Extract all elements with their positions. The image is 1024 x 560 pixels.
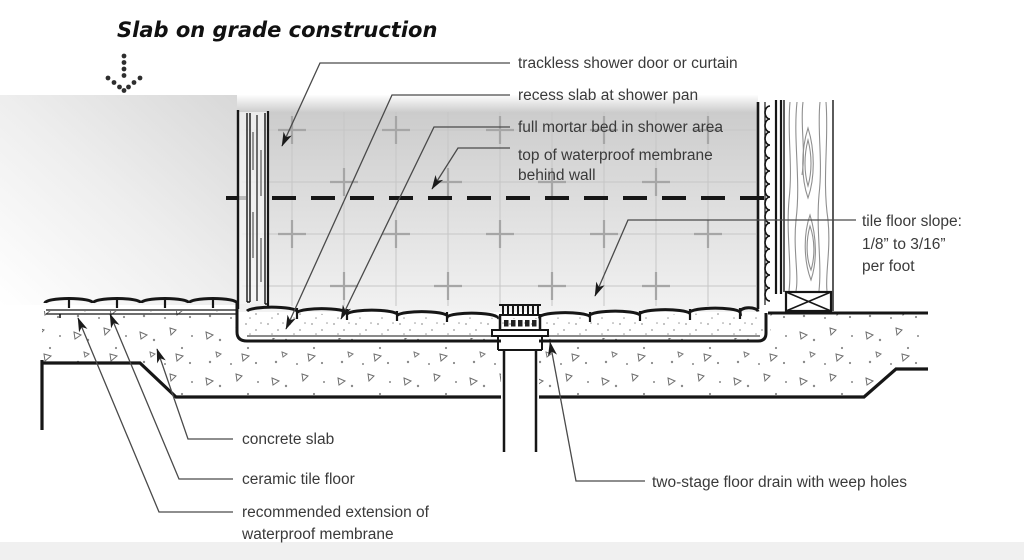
page-title: Slab on grade construction — [117, 18, 437, 42]
callout-labels: trackless shower door or curtain recess … — [241, 55, 962, 543]
leader-membrane-top — [431, 147, 510, 190]
shower-interior-shading — [237, 95, 758, 312]
weep-holes — [504, 320, 537, 327]
thinset-dabs — [764, 105, 771, 302]
leader-mortar-bed — [340, 126, 510, 320]
label-membrane-ext-line2: waterproof membrane — [241, 526, 394, 543]
callout-leaders — [77, 62, 856, 513]
leader-ceramic-tile — [109, 313, 233, 480]
leader-floor-drain — [548, 341, 645, 482]
label-floor-drain: two-stage floor drain with weep holes — [652, 474, 907, 491]
mortar-bed — [240, 312, 764, 338]
label-tile-slope-line1: tile floor slope: — [862, 213, 962, 230]
leader-trackless-door — [281, 62, 510, 147]
leader-membrane-extension — [77, 317, 233, 513]
tile-grid-cross-ticks — [278, 116, 722, 300]
ceramic-tile-floor-left — [43, 297, 239, 318]
leader-recess-slab — [285, 94, 510, 330]
shower-floor-tile — [245, 305, 760, 322]
page-bottom-band — [0, 542, 1024, 560]
wall-membrane-lines — [774, 100, 783, 294]
label-concrete-slab: concrete slab — [242, 431, 334, 448]
shower-door-panel — [236, 110, 270, 309]
wood-stud-grain — [787, 101, 830, 292]
leader-concrete-slab — [156, 348, 233, 440]
label-ceramic-tile: ceramic tile floor — [242, 471, 355, 488]
label-membrane-ext-line1: recommended extension of — [242, 504, 430, 521]
concrete-slab — [42, 311, 928, 396]
sole-plate-blocking — [784, 290, 833, 313]
label-membrane-top-line2: behind wall — [518, 167, 596, 184]
label-trackless-door: trackless shower door or curtain — [518, 55, 738, 72]
label-membrane-top-line1: top of waterproof membrane — [518, 147, 713, 164]
floor-drain — [491, 304, 549, 454]
label-tile-slope-line3: per foot — [862, 258, 915, 275]
label-mortar-bed: full mortar bed in shower area — [518, 119, 723, 136]
outside-wall-shading — [0, 95, 237, 305]
dotted-down-arrow-icon — [105, 53, 143, 93]
leader-tile-slope — [594, 219, 856, 297]
header: Slab on grade construction — [105, 18, 437, 93]
label-recess-slab: recess slab at shower pan — [518, 87, 698, 104]
membrane-extension-lines — [46, 309, 237, 318]
label-tile-slope-line2: 1/8” to 3/16” — [862, 236, 946, 253]
slab-outline — [40, 311, 928, 430]
right-wall-assembly — [756, 100, 834, 313]
